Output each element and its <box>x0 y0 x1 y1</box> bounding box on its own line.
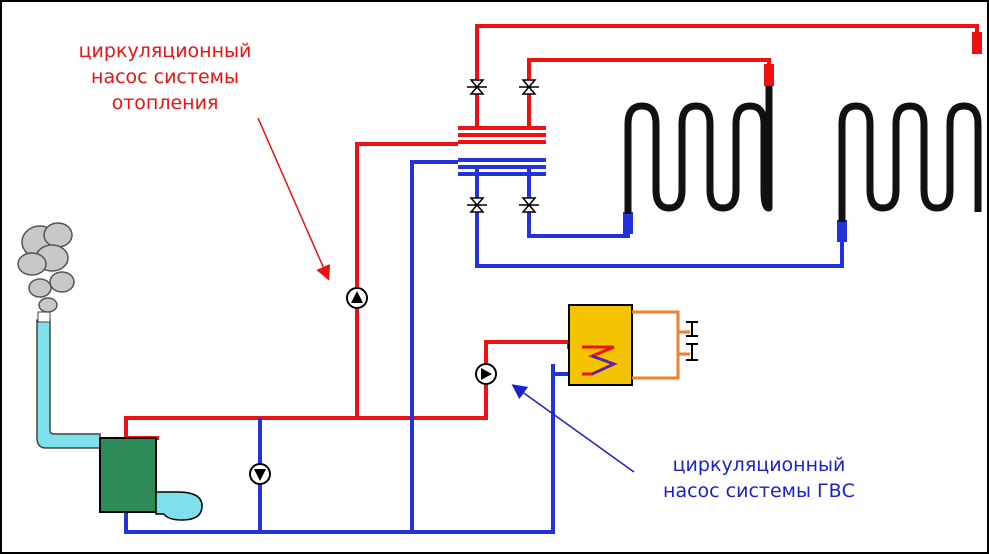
return-end-outer <box>837 220 847 242</box>
valve-supply-inner <box>519 79 539 95</box>
boiler <box>99 437 157 513</box>
radiator-right <box>838 102 982 222</box>
valve-return-outer <box>467 197 487 213</box>
dhw-tank <box>568 304 633 386</box>
dhw-pump-pointer <box>511 384 635 473</box>
supply-end-middle <box>764 64 774 86</box>
supply-loop-outer <box>475 24 979 102</box>
heating-supply-riser <box>355 142 458 418</box>
heating-pump-pointer <box>257 117 331 281</box>
return-end-inner <box>623 212 633 234</box>
smoke-cloud <box>17 222 75 313</box>
return-loop-inner <box>527 188 630 238</box>
bypass-pump-icon <box>249 463 271 485</box>
flue-pipe <box>36 311 101 449</box>
valve-return-inner <box>519 197 539 213</box>
supply-end-right <box>972 32 982 54</box>
dhw-pump-label: циркуляционный насос системы ГВС <box>614 452 904 504</box>
dhw-outlet-loop <box>632 310 690 380</box>
burner-fan <box>155 491 203 521</box>
dhw-pump-icon <box>475 363 497 385</box>
valve-supply-outer <box>467 79 487 95</box>
heating-pump-icon <box>346 287 368 309</box>
dhw-pump-label-line-2: насос системы ГВС <box>663 480 855 502</box>
radiator-middle <box>624 86 773 214</box>
supply-manifold <box>458 126 546 144</box>
dhw-taps <box>686 321 698 361</box>
return-loop-outer <box>475 188 844 268</box>
supply-main-pipe <box>124 378 488 440</box>
supply-loop-inner <box>527 58 771 102</box>
valves <box>467 79 539 213</box>
heating-pump-label: циркуляционный насос системы отопления <box>30 38 300 116</box>
return-manifold <box>458 158 546 176</box>
heating-return-riser <box>410 160 458 532</box>
heating-pump-label-line-3: отопления <box>111 92 219 114</box>
dhw-pump-label-line-1: циркуляционный <box>672 454 846 476</box>
heating-pump-label-line-1: циркуляционный <box>78 40 252 62</box>
heating-pump-label-line-2: насос системы <box>91 66 239 88</box>
